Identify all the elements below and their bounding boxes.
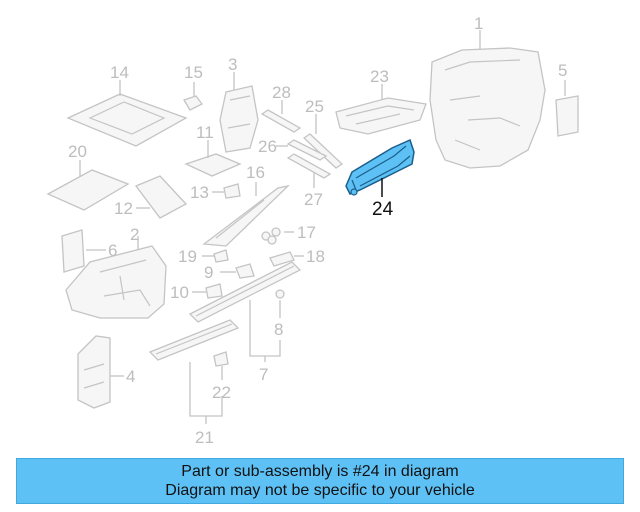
banner-line-2: Diagram may not be specific to your vehi… xyxy=(165,482,475,499)
callout-20: 20 xyxy=(68,142,87,161)
part-7-lead xyxy=(249,300,281,362)
part-1-quarter-panel xyxy=(429,30,546,169)
part-26-tool xyxy=(276,139,328,161)
part-5-cover xyxy=(555,80,579,137)
callout-15: 15 xyxy=(184,63,203,82)
part-8-pin xyxy=(275,289,285,318)
callout-24: 24 xyxy=(372,199,394,220)
part-15-clip xyxy=(183,82,203,111)
part-17-clips xyxy=(261,227,294,245)
part-19-clip xyxy=(202,249,229,263)
callout-12: 12 xyxy=(114,199,133,218)
callout-8: 8 xyxy=(274,320,283,339)
callout-28: 28 xyxy=(272,83,291,102)
parts-diagram: 1 5 23 24 25 26 27 28 xyxy=(46,14,579,447)
part-11-plate xyxy=(184,140,242,177)
callout-6: 6 xyxy=(108,241,117,260)
callout-2: 2 xyxy=(130,225,139,244)
callout-21: 21 xyxy=(195,428,214,447)
callout-7: 7 xyxy=(259,365,268,384)
callout-23: 23 xyxy=(370,67,389,86)
callout-4: 4 xyxy=(126,367,135,386)
part-24-jack-highlighted xyxy=(345,138,415,197)
part-20-floor-panel xyxy=(46,160,130,211)
part-3-bracket xyxy=(219,72,259,153)
callout-9: 9 xyxy=(204,263,213,282)
part-10-fastener xyxy=(192,283,223,299)
part-22-clip xyxy=(213,351,229,380)
part-13-clip xyxy=(212,183,241,199)
part-2-side-trim xyxy=(65,236,167,319)
part-14-floor-mat xyxy=(66,80,188,147)
callout-17: 17 xyxy=(297,223,316,242)
info-banner: Part or sub-assembly is #24 in diagram D… xyxy=(16,458,624,504)
callout-11: 11 xyxy=(196,123,214,142)
sill-plate xyxy=(188,261,302,323)
part-6-cover xyxy=(61,229,106,273)
callout-10: 10 xyxy=(170,283,189,302)
banner-line-1: Part or sub-assembly is #24 in diagram xyxy=(181,463,459,480)
part-18-trim xyxy=(269,251,304,267)
part-21-cargo-cover xyxy=(148,319,240,424)
callout-19: 19 xyxy=(178,247,197,266)
part-23-tray xyxy=(335,84,427,135)
callout-27: 27 xyxy=(304,190,323,209)
callout-16: 16 xyxy=(246,163,265,182)
callout-26: 26 xyxy=(258,137,277,156)
part-28-wrench xyxy=(260,100,302,133)
callout-13: 13 xyxy=(190,183,209,202)
callout-22: 22 xyxy=(212,383,231,402)
part-12-bracket xyxy=(134,175,188,219)
callout-25: 25 xyxy=(305,97,324,116)
callout-1: 1 xyxy=(474,14,483,33)
part-16-trim-strip xyxy=(202,182,291,247)
part-4-bracket xyxy=(77,335,124,409)
part-25-tool xyxy=(302,114,344,169)
callout-3: 3 xyxy=(228,55,237,74)
part-27-bar xyxy=(286,153,332,188)
callout-5: 5 xyxy=(558,61,567,80)
callout-18: 18 xyxy=(306,247,325,266)
part-9-fastener xyxy=(220,263,255,279)
callout-14: 14 xyxy=(110,63,129,82)
